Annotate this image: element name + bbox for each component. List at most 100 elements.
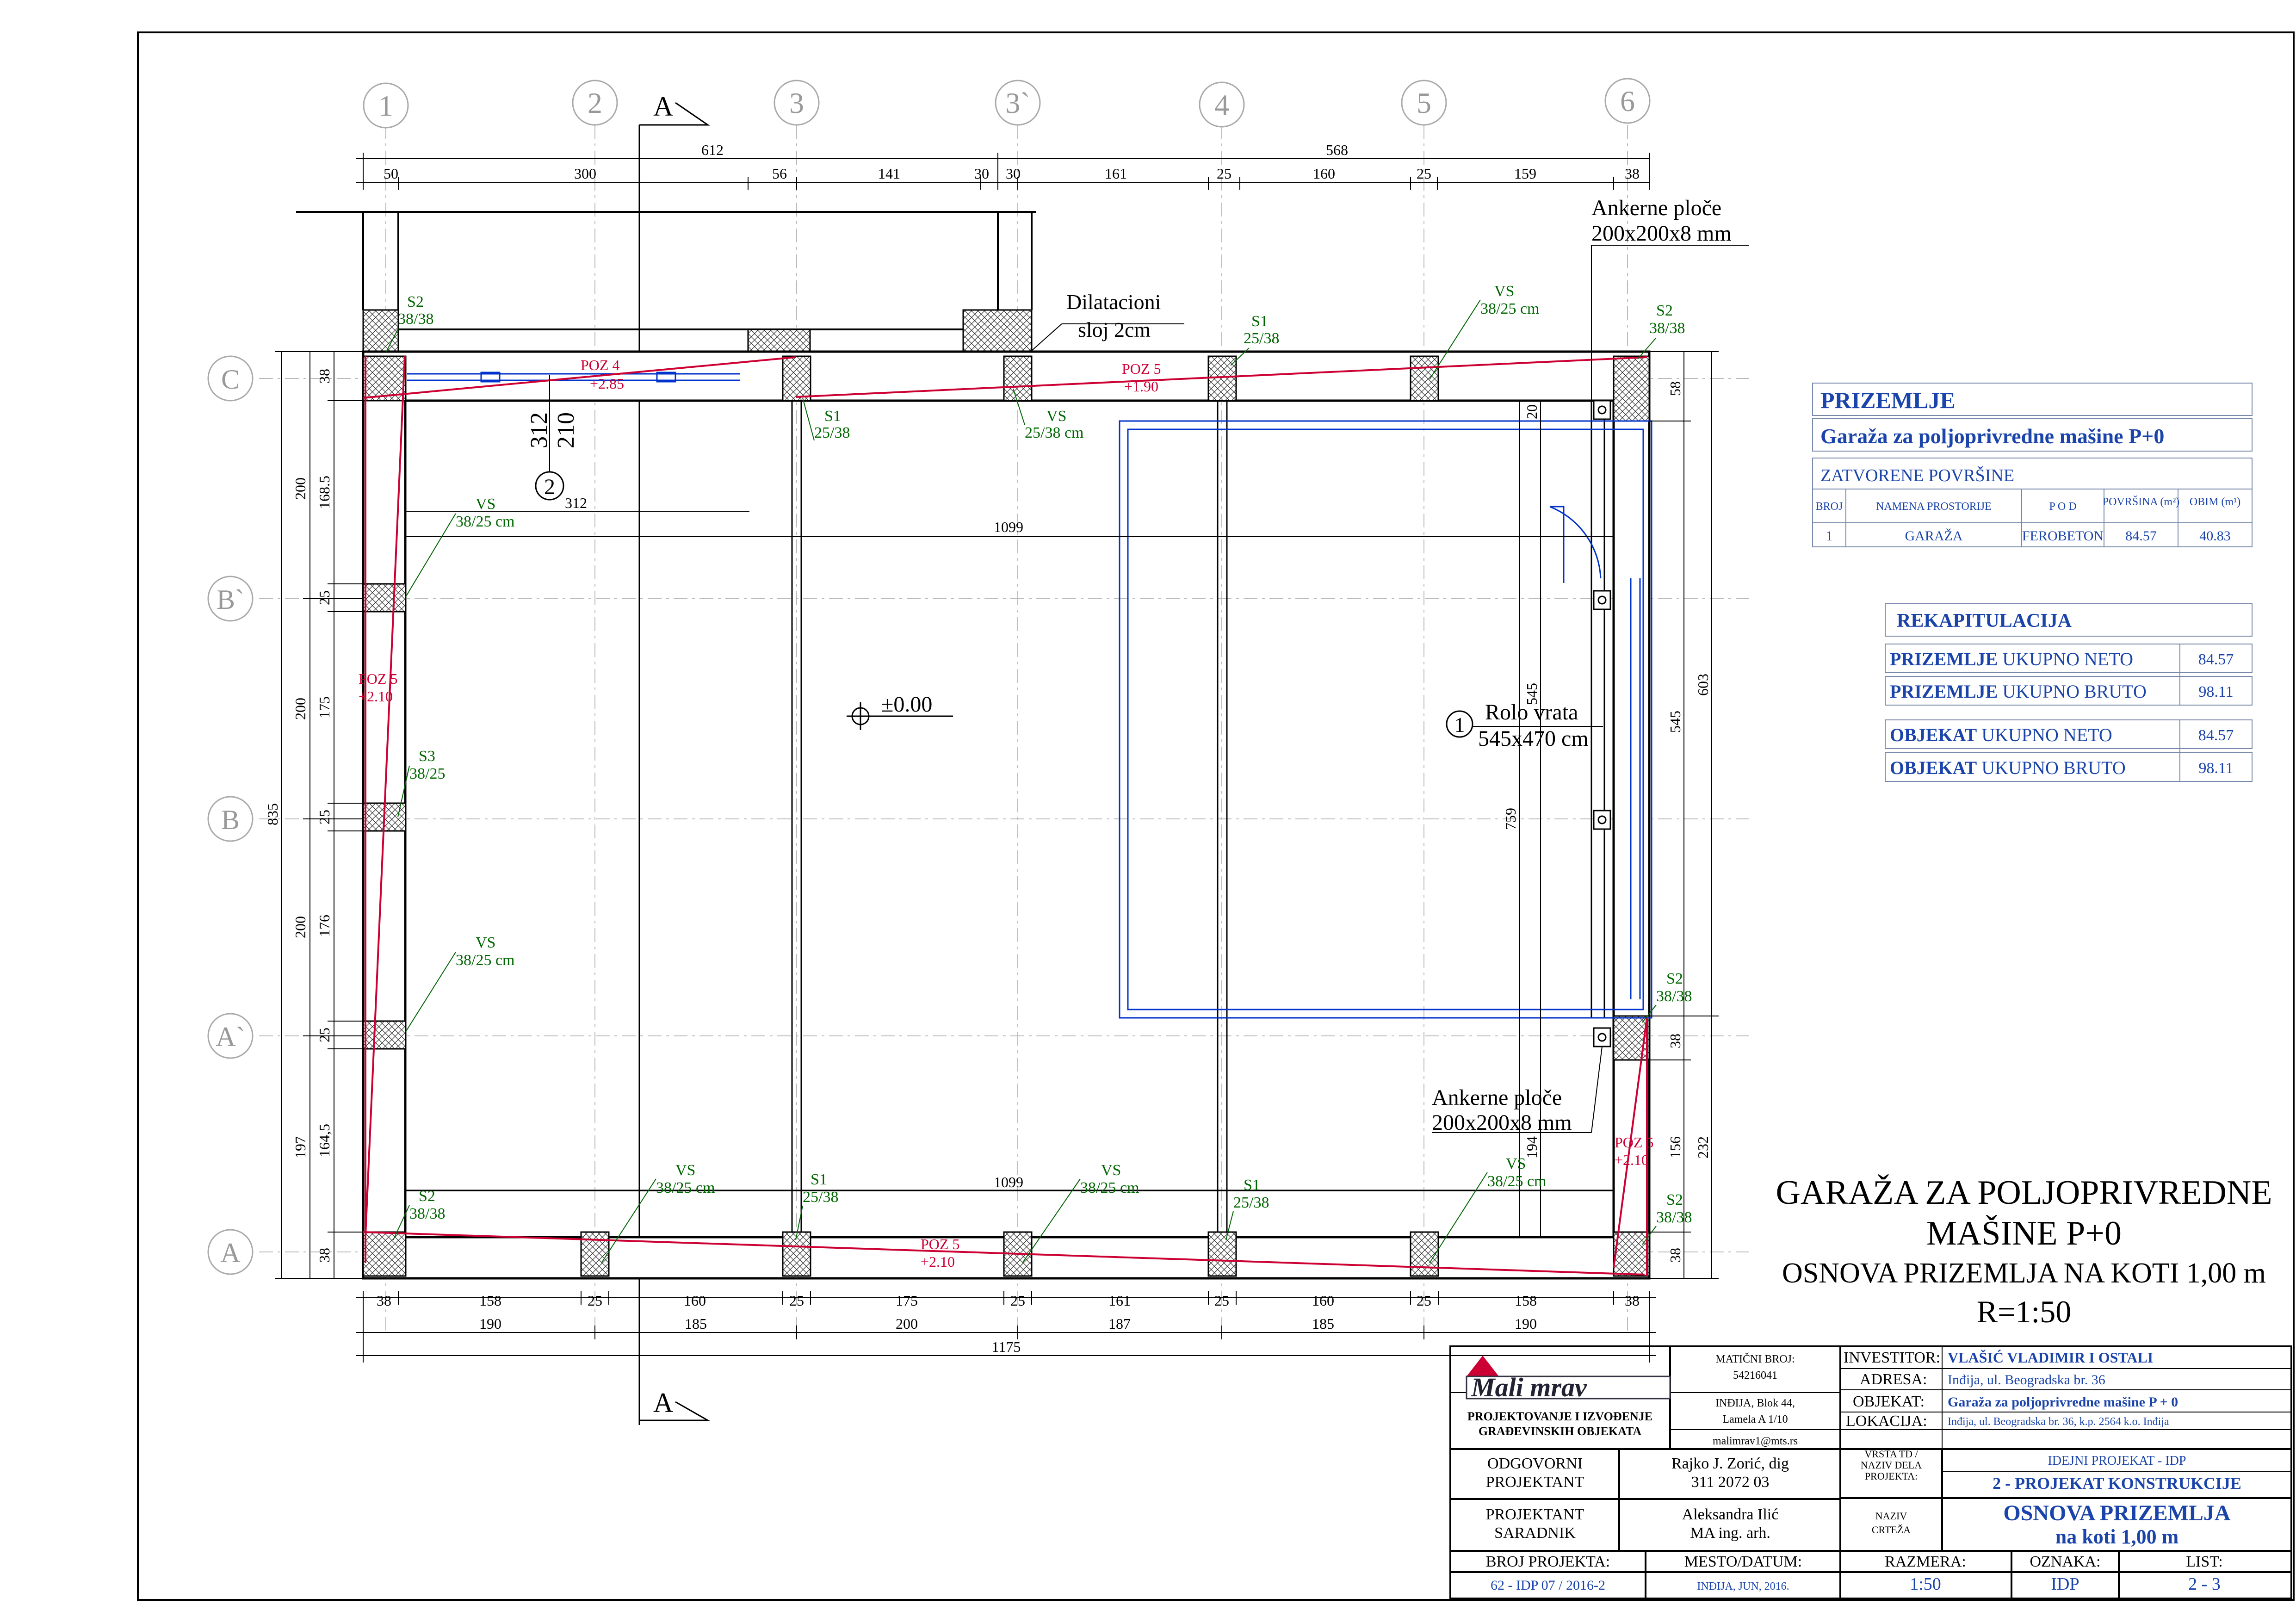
vs-bot-b: VS <box>1101 1162 1121 1179</box>
top-window <box>407 372 740 383</box>
poz5-left-height: +2.10 <box>359 688 393 705</box>
rekap-row-2: PRIZEMLJE UKUPNO BRUTO <box>1890 681 2147 702</box>
vs-left-a-size: 38/25 cm <box>456 513 514 530</box>
adresa-value: Inđija, ul. Beogradska br. 36 <box>1948 1372 2105 1388</box>
dim-axis-190a: 190 <box>479 1315 501 1332</box>
prizemlje-heading: PRIZEMLJE <box>1820 387 1956 413</box>
rolo-tag: 1 <box>1454 713 1465 737</box>
oznaka-label: OZNAKA: <box>2030 1553 2101 1570</box>
row-broj: 1 <box>1826 528 1833 544</box>
dim-left-175: 175 <box>316 696 333 719</box>
level-mark <box>847 702 953 730</box>
rekap-row-2-rest: UKUPNO BRUTO <box>1998 681 2147 702</box>
dim-bot-175: 175 <box>896 1292 918 1309</box>
razmera-value: 1:50 <box>1910 1574 1941 1594</box>
dim-right-232: 232 <box>1695 1136 1711 1158</box>
dim-left-25a: 25 <box>316 590 333 605</box>
dim-top-38: 38 <box>1625 165 1640 182</box>
poz4-height: +2.85 <box>590 375 624 392</box>
objekat-label: OBJEKAT: <box>1853 1393 1925 1410</box>
sar-label1: PROJEKTANT <box>1486 1506 1584 1523</box>
vrsta-label3: PROJEKTA: <box>1865 1470 1918 1482</box>
dim-int-759: 759 <box>1502 808 1519 830</box>
s2-br-a-size: 38/38 <box>1656 988 1692 1005</box>
vs-left-b: VS <box>476 934 495 951</box>
dim-bot-25e: 25 <box>1417 1292 1431 1309</box>
vrsta-value: IDEJNI PROJEKAT - IDP <box>2048 1454 2186 1468</box>
dim-top-159: 159 <box>1514 165 1536 182</box>
s2-bl-size: 38/38 <box>409 1205 445 1222</box>
logo-text: Mali mrav <box>1471 1372 1587 1402</box>
dim-axis-187: 187 <box>1108 1315 1131 1332</box>
oznaka-value: IDP <box>2051 1574 2079 1594</box>
title-line2: MAŠINE P+0 <box>1926 1214 2122 1252</box>
address-line2: Lamela A 1/10 <box>1722 1413 1788 1425</box>
dim-left-38b: 38 <box>316 1248 333 1263</box>
level-value: ±0.00 <box>881 692 932 717</box>
rekap-row-3: OBJEKAT UKUPNO NETO <box>1890 725 2112 745</box>
title-line1: GARAŽA ZA POLJOPRIVREDNE <box>1776 1174 2272 1212</box>
investitor-value: VLAŠIĆ VLADIMIR I OSTALI <box>1948 1349 2153 1366</box>
axis-label-B: B <box>221 805 240 835</box>
s1-bot-b: S1 <box>1244 1177 1260 1194</box>
odg-label2: PROJEKTANT <box>1486 1474 1584 1491</box>
dim-int-312-h: 312 <box>565 495 587 511</box>
annex-col-left <box>362 309 399 353</box>
col-pod: P O D <box>2049 501 2076 513</box>
mb-label: MATIČNI BROJ: <box>1715 1353 1795 1365</box>
dim-bot-25c: 25 <box>1010 1292 1025 1309</box>
dim-axis-185b: 185 <box>1312 1315 1334 1332</box>
s2-br-b: S2 <box>1666 1191 1683 1208</box>
poz5-right: POZ 5 <box>1615 1134 1653 1151</box>
s3-left-size: 38/25 <box>409 765 445 782</box>
dim-top-161: 161 <box>1105 165 1127 182</box>
mesto-value: INĐIJA, JUN, 2016. <box>1697 1580 1789 1592</box>
dim-568: 568 <box>1326 142 1348 158</box>
rolo-size: 545x470 cm <box>1478 726 1589 751</box>
poz4-label: POZ 4 <box>581 357 619 373</box>
dim-bot-38b: 38 <box>1625 1292 1640 1309</box>
rekap-row-1-rest: UKUPNO NETO <box>1998 649 2133 669</box>
prizemlje-table <box>1812 383 2253 547</box>
vs-top-a: VS <box>1494 283 1514 300</box>
dim-top-56: 56 <box>772 165 787 182</box>
odg-name: Rajko J. Zorić, dig <box>1671 1455 1789 1472</box>
green-leaders <box>386 299 1657 1264</box>
dim-bot-158b: 158 <box>1515 1292 1537 1309</box>
s1-top-b: S1 <box>824 408 841 425</box>
s2-tr: S2 <box>1656 302 1673 319</box>
vrsta-label2: NAZIV DELA <box>1861 1459 1922 1471</box>
dim-top-141: 141 <box>878 165 900 182</box>
dim-left-164: 164,5 <box>316 1124 333 1157</box>
dim-bot-160a: 160 <box>684 1292 706 1309</box>
s1-bot-a-size: 25/38 <box>803 1189 838 1206</box>
sar-label2: SARADNIK <box>1494 1524 1576 1542</box>
naziv-value2: na koti 1,00 m <box>2055 1525 2178 1548</box>
dim-int-1099-top: 1099 <box>994 519 1023 535</box>
rekap-val-3: 84.57 <box>2198 727 2234 744</box>
dim-1175: 1175 <box>992 1338 1021 1355</box>
ankerne-bottom-label: Ankerne ploče <box>1432 1085 1562 1110</box>
s2-tl-size: 38/38 <box>398 310 433 328</box>
rekap-row-4-rest: UKUPNO BRUTO <box>1977 757 2126 778</box>
rekap-val-2: 98.11 <box>2198 683 2233 700</box>
axis-label-3prime: 3` <box>1005 87 1030 119</box>
row-axis-bubbles <box>207 355 254 1275</box>
row-povrsina: 84.57 <box>2125 528 2157 544</box>
axis-label-2: 2 <box>588 87 602 119</box>
dim-left-38a: 38 <box>316 369 333 384</box>
s1-bot-b-size: 25/38 <box>1233 1194 1269 1211</box>
dim-axis-185a: 185 <box>685 1315 707 1332</box>
window-tag: 2 <box>544 475 555 499</box>
axis-label-1: 1 <box>378 89 393 122</box>
top-dimension-lines <box>356 153 1650 190</box>
vs-top-b-size: 25/38 cm <box>1025 424 1083 441</box>
dim-left-197: 197 <box>292 1136 309 1158</box>
rekap-row-4: OBJEKAT UKUPNO BRUTO <box>1890 757 2126 778</box>
section-mark-top: A <box>653 91 673 122</box>
rekap-row-1-bold: PRIZEMLJE <box>1890 649 1998 669</box>
s3-left: S3 <box>419 748 435 765</box>
poz5-left: POZ 5 <box>359 670 397 687</box>
roller-door <box>1119 420 1652 1019</box>
ankerne-bottom-size: 200x200x8 mm <box>1432 1110 1572 1135</box>
